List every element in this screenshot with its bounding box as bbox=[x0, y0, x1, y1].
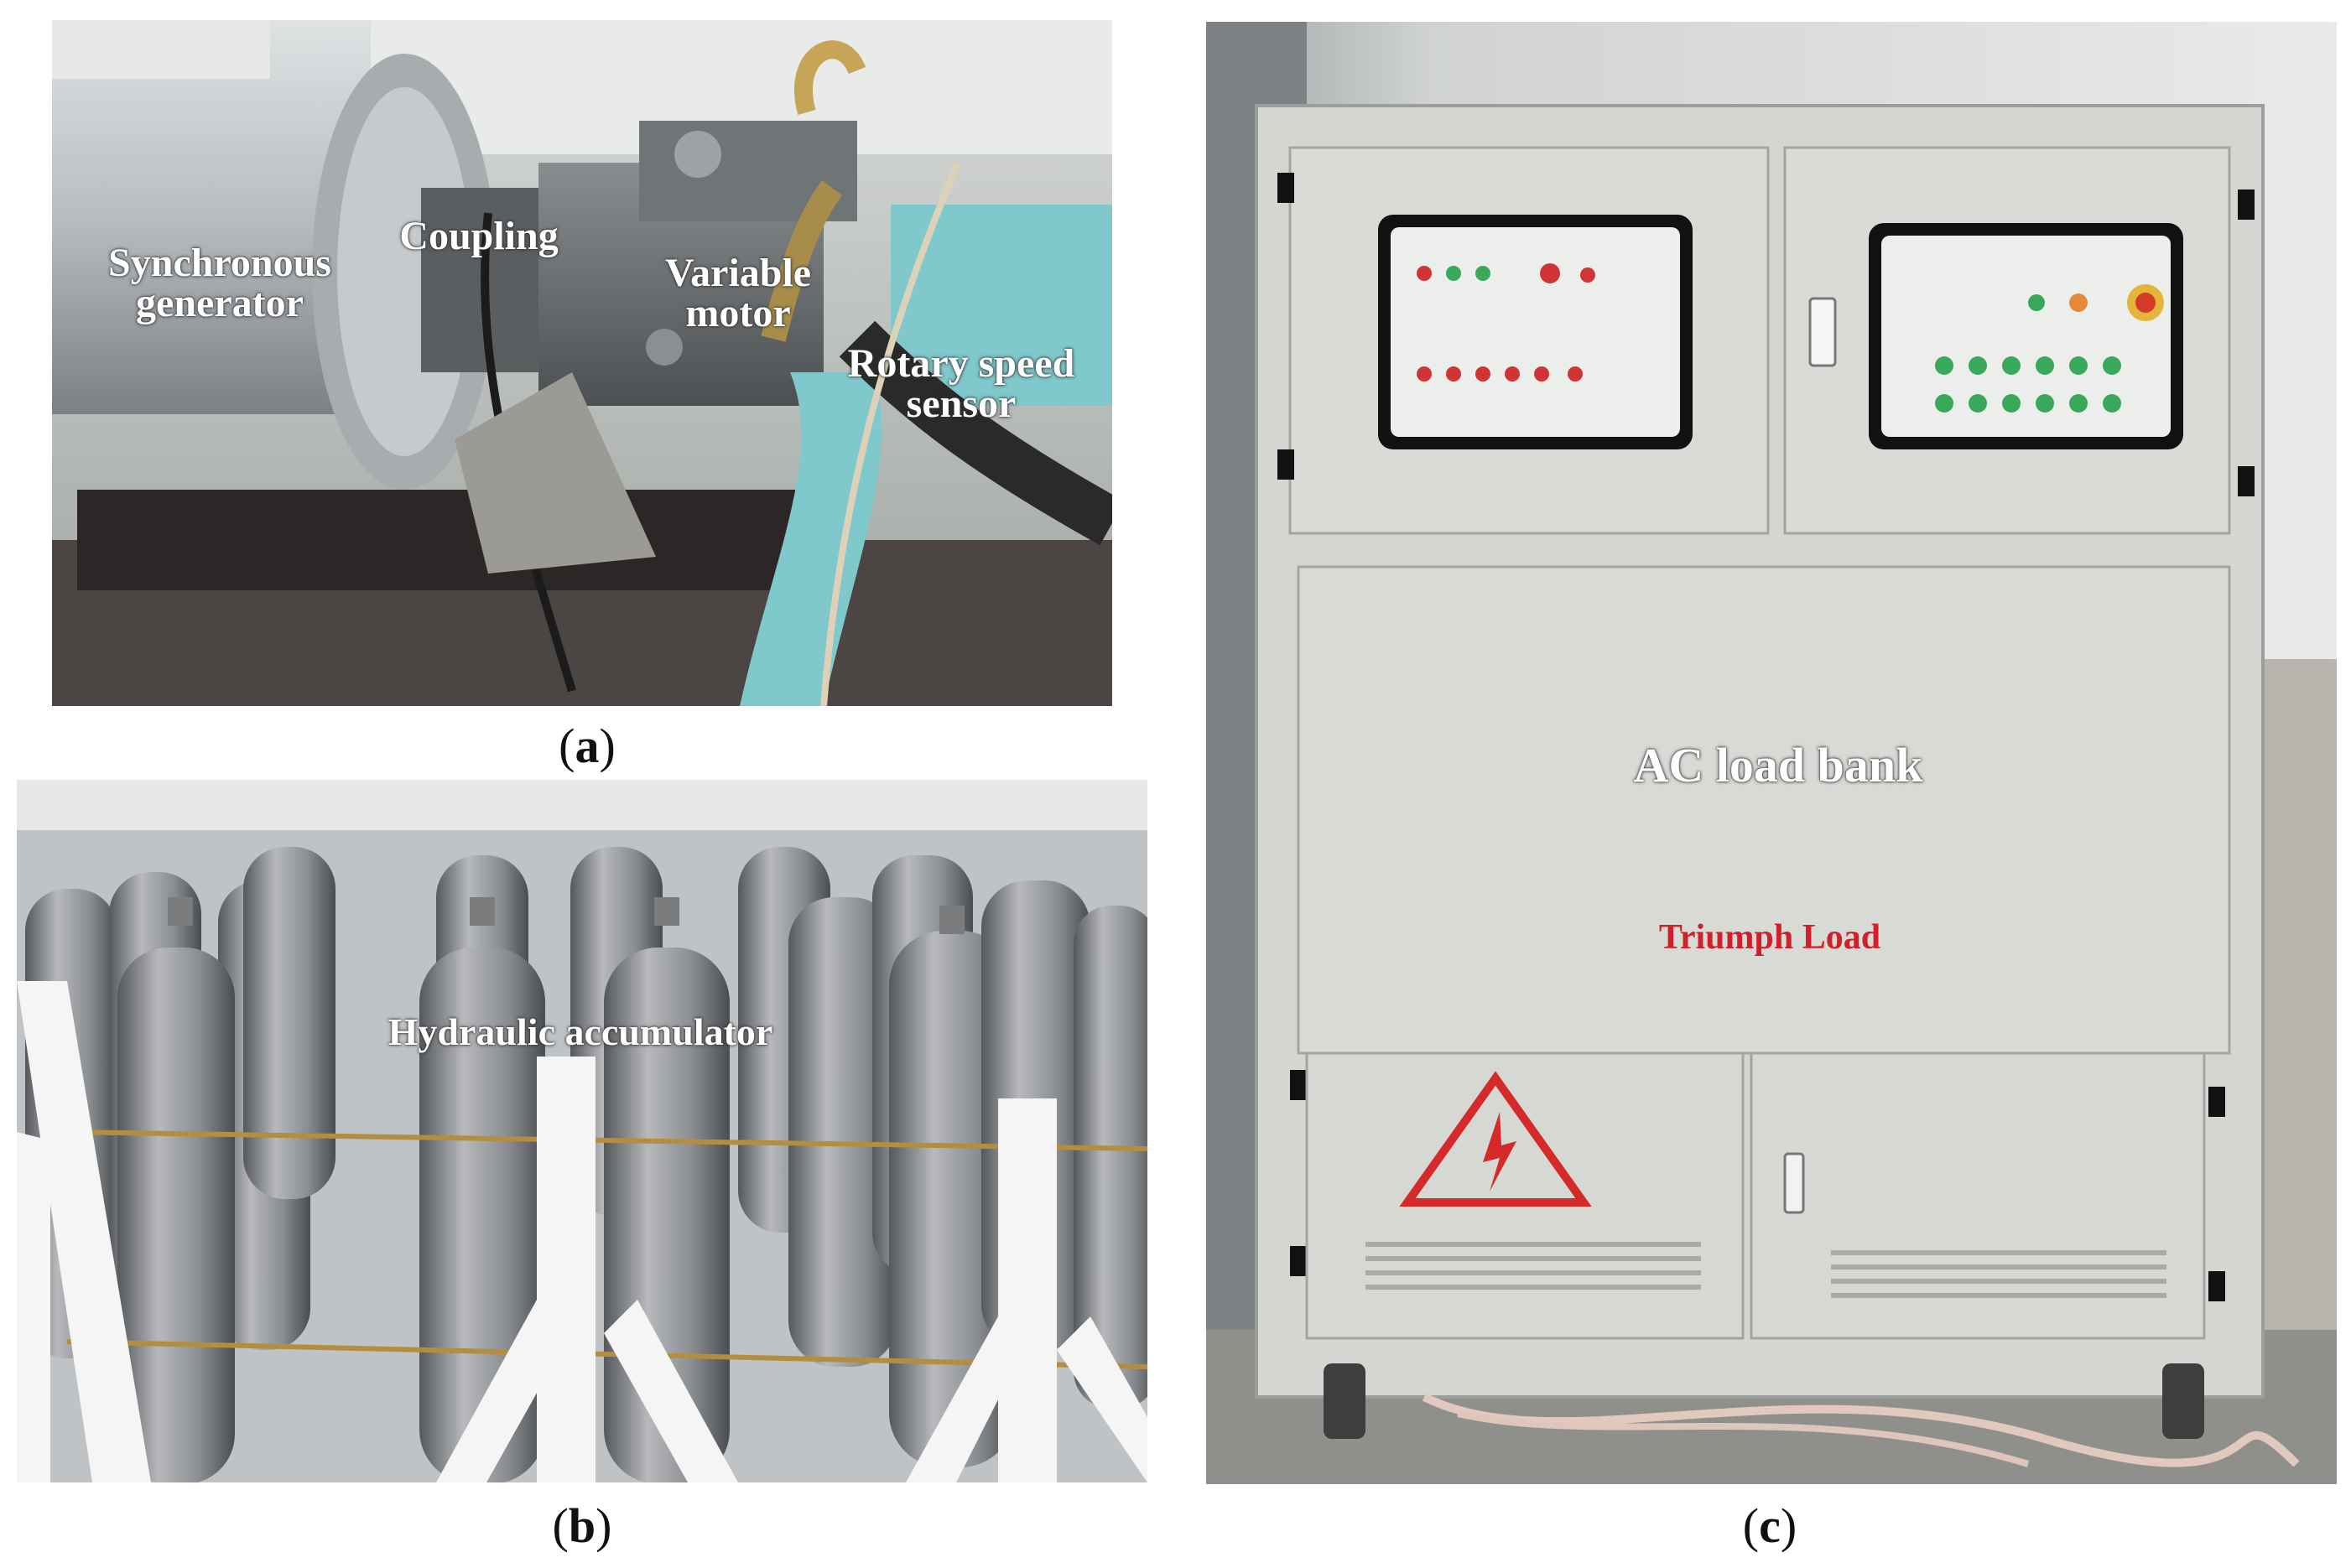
label-triumph-load-text: Triumph Load bbox=[1658, 918, 1881, 957]
label-synchronous-generator: Synchronous generator bbox=[77, 243, 362, 324]
caption-b-letter: b bbox=[568, 1498, 596, 1553]
photo-b-illustration bbox=[17, 780, 1147, 1482]
label-hydraulic-accumulator: Hydraulic accumulator bbox=[337, 1013, 824, 1051]
label-rotary-speed-sensor-line2: sensor bbox=[906, 382, 1017, 426]
label-rotary-speed-sensor-line1: Rotary speed bbox=[847, 341, 1075, 386]
caption-b: (b) bbox=[552, 1498, 612, 1553]
caption-a: (a) bbox=[559, 719, 616, 773]
caption-c-letter: c bbox=[1759, 1498, 1781, 1553]
caption-c: (c) bbox=[1742, 1498, 1797, 1553]
label-rotary-speed-sensor: Rotary speed sensor bbox=[819, 344, 1104, 424]
photo-c-illustration bbox=[1206, 22, 2337, 1484]
label-variable-motor: Variable motor bbox=[637, 253, 839, 334]
label-synchronous-generator-line2: generator bbox=[136, 281, 304, 325]
label-hydraulic-accumulator-text: Hydraulic accumulator bbox=[387, 1010, 773, 1053]
caption-a-letter: a bbox=[575, 719, 600, 773]
photo-b-hydraulic-accumulators bbox=[17, 780, 1147, 1482]
photo-a-illustration bbox=[52, 20, 1112, 706]
label-variable-motor-line2: motor bbox=[685, 291, 791, 335]
label-coupling: Coupling bbox=[382, 216, 575, 257]
label-ac-load-bank: AC load bank bbox=[1577, 741, 1979, 790]
photo-a-generator-rig bbox=[52, 20, 1112, 706]
label-variable-motor-line1: Variable bbox=[664, 251, 812, 295]
photo-c-ac-load-bank bbox=[1206, 22, 2337, 1484]
label-coupling-text: Coupling bbox=[399, 214, 559, 258]
label-synchronous-generator-line1: Synchronous bbox=[108, 241, 331, 285]
label-ac-load-bank-text: AC load bank bbox=[1633, 738, 1923, 792]
label-triumph-load: Triumph Load bbox=[1619, 917, 1921, 958]
